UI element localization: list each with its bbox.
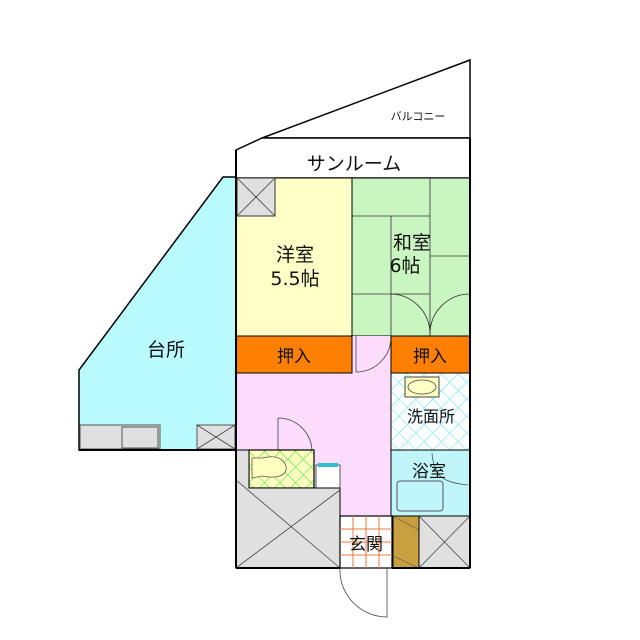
kitchen: 台所 — [78, 176, 237, 451]
kitchen-label: 台所 — [147, 339, 185, 361]
washroom-label: 洗面所 — [407, 407, 455, 426]
western-room-label: 洋室 — [276, 244, 314, 266]
sink — [121, 426, 159, 449]
toilet — [248, 449, 341, 490]
balcony: バルコニー — [261, 58, 471, 139]
entrance-door — [339, 567, 388, 618]
hand-sink — [315, 464, 341, 490]
entrance-label: 玄関 — [349, 535, 383, 555]
japanese-room-size: 6帖 — [389, 255, 420, 277]
western-room: 洋室 5.5帖 — [235, 177, 353, 337]
exterior-walls — [79, 138, 471, 569]
sunroom-label: サンルーム — [307, 153, 401, 175]
closet-left-label: 押入 — [277, 347, 311, 367]
closet-right-label: 押入 — [413, 347, 447, 367]
japanese-room: 和室 6帖 — [351, 177, 471, 337]
sunroom: サンルーム — [235, 137, 471, 179]
closet-right: 押入 — [390, 335, 471, 374]
washroom: 洗面所 — [390, 372, 471, 451]
shoe-cabinet — [392, 515, 420, 569]
western-room-size: 5.5帖 — [270, 268, 319, 290]
japanese-room-label: 和室 — [393, 232, 431, 254]
storage-right — [418, 515, 471, 569]
bathroom-label: 浴室 — [412, 462, 446, 482]
balcony-label: バルコニー — [391, 110, 446, 123]
toilet-bowl — [251, 456, 287, 479]
closet-left: 押入 — [235, 335, 353, 374]
bathroom: 浴室 — [390, 449, 471, 517]
entrance: 玄関 — [339, 515, 393, 618]
bathtub — [396, 480, 444, 512]
